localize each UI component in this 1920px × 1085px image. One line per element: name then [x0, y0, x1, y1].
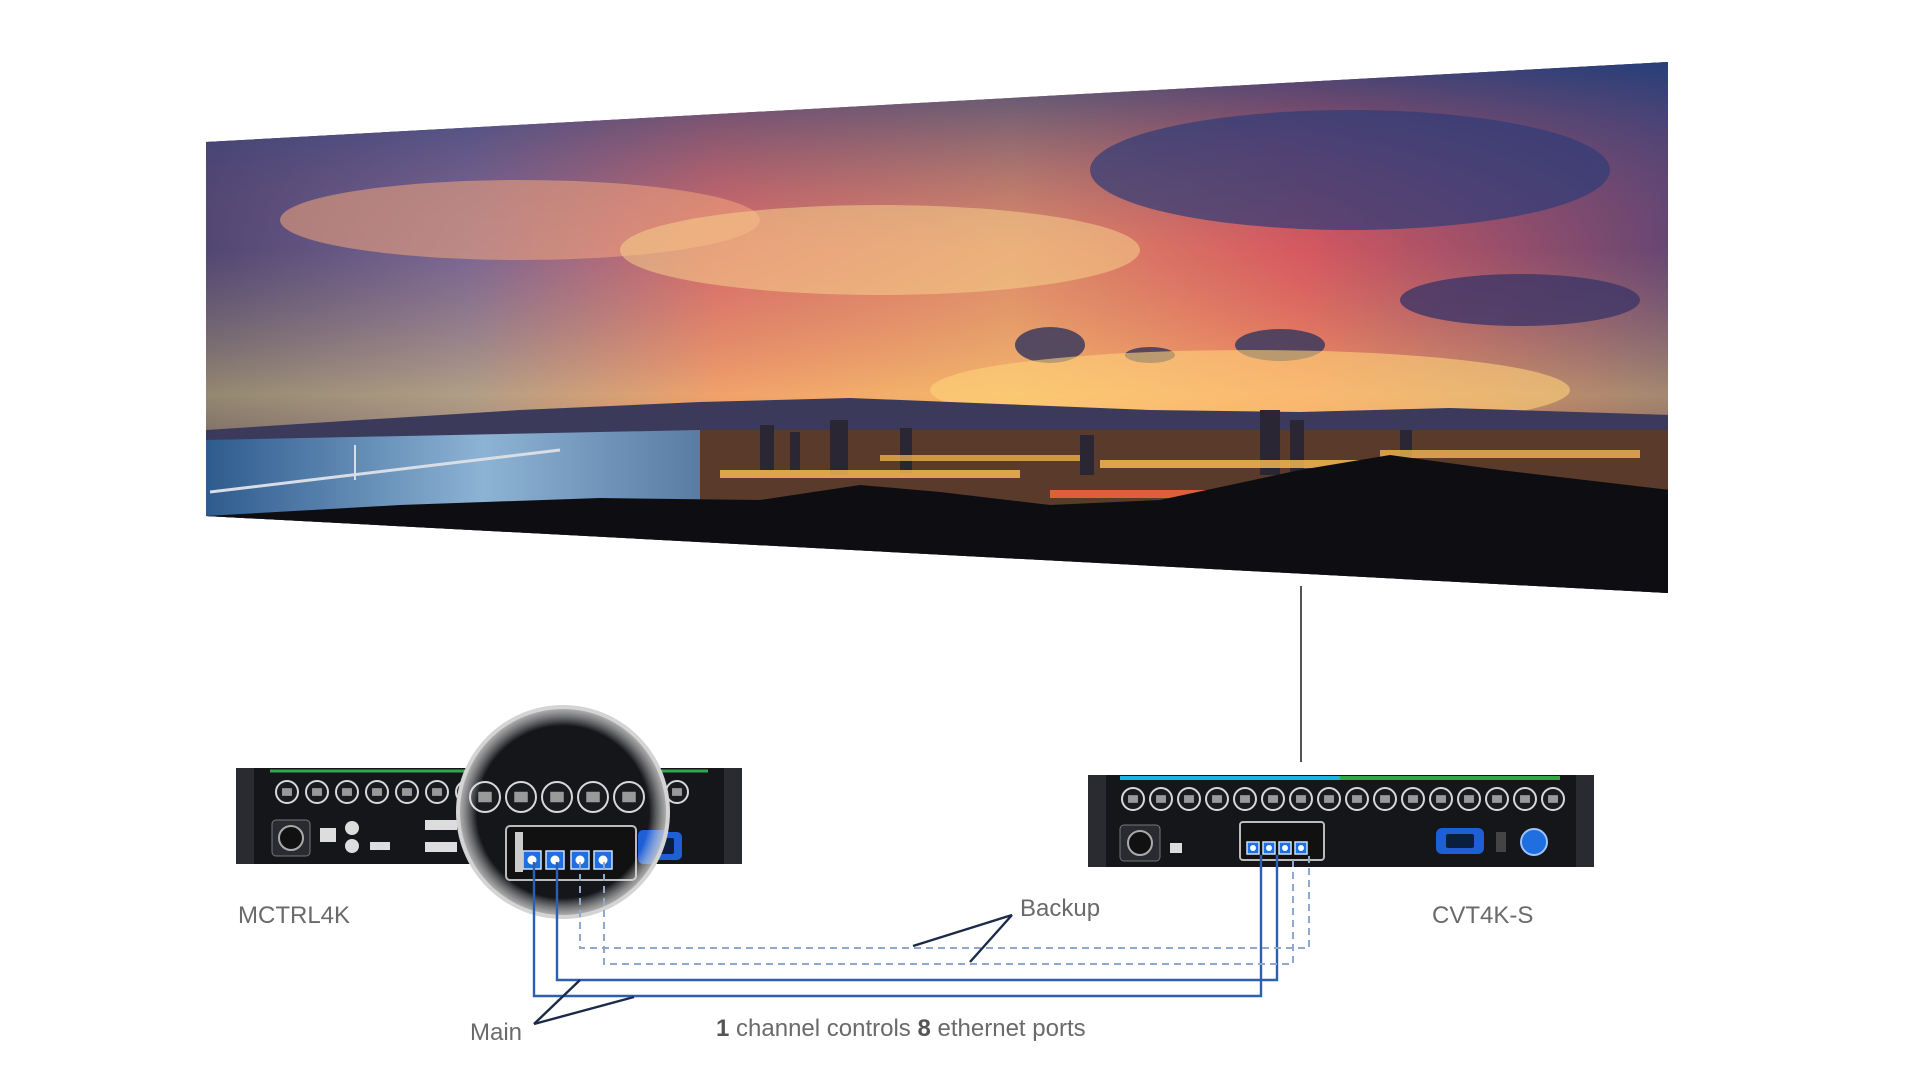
cvt4k-s-switch — [1496, 832, 1506, 852]
ethernet-port — [1429, 787, 1453, 811]
ethernet-port — [1485, 787, 1509, 811]
cvt4k-s-usb-port — [1170, 843, 1182, 853]
ethernet-port — [1345, 787, 1369, 811]
fiber-links — [532, 855, 1310, 998]
main-link-outer — [532, 855, 1263, 998]
cvt4k-s-power-inlet — [1436, 828, 1484, 854]
cloud — [1015, 327, 1085, 363]
cloud — [1090, 110, 1610, 230]
ethernet-port — [425, 780, 449, 804]
ethernet-port — [1121, 787, 1145, 811]
main-link-inner — [555, 855, 1279, 982]
optical-port — [1278, 841, 1292, 855]
backup-leader-1 — [912, 913, 1013, 948]
cvt4k-s-powercon — [1520, 828, 1548, 856]
ethernet-port — [335, 780, 359, 804]
caption-channel-count: 1 — [716, 1015, 730, 1042]
ethernet-port — [1205, 787, 1229, 811]
optical-port — [1262, 841, 1276, 855]
mctrl4k-audio-port — [345, 839, 359, 853]
backup-link-outer — [603, 855, 1294, 965]
ethernet-port — [1457, 787, 1481, 811]
optical-port — [1246, 841, 1260, 855]
ethernet-port — [275, 780, 299, 804]
ethernet-port — [1149, 787, 1173, 811]
ethernet-port — [1289, 787, 1313, 811]
ethernet-port — [1513, 787, 1537, 811]
led-screen — [206, 62, 1668, 593]
cvt4k-s-device — [1088, 775, 1594, 867]
cvt4k-s-rack-ear-right — [1576, 775, 1594, 867]
mctrl4k-dvi-port — [425, 820, 457, 830]
caption-port-text: ethernet ports — [937, 1015, 1086, 1042]
ethernet-port — [1401, 787, 1425, 811]
cvt4k-s-label: CVT4K-S — [1432, 902, 1534, 929]
ethernet-port — [1541, 787, 1565, 811]
cloud — [620, 205, 1140, 295]
magnifier-rim — [456, 705, 670, 919]
ethernet-port — [1177, 787, 1201, 811]
mctrl4k-rack-ear-left — [236, 768, 254, 864]
main-label: Main — [470, 1019, 523, 1046]
optical-port-magnifier — [456, 705, 670, 919]
ethernet-port — [1233, 787, 1257, 811]
backup-leader-2 — [969, 914, 1013, 963]
ethernet-port — [395, 780, 419, 804]
ethernet-port — [365, 780, 389, 804]
cvt4k-s-optical-ports — [1246, 841, 1308, 855]
main-leader-1 — [533, 979, 581, 1025]
optical-port — [1294, 841, 1308, 855]
caption-channel-text: channel controls — [736, 1015, 911, 1042]
mctrl4k-power-connector — [278, 825, 304, 851]
caption: 1 channel controls 8 ethernet ports — [716, 1015, 1086, 1043]
backup-label: Backup — [1020, 895, 1101, 922]
mctrl4k-usb-port — [320, 828, 336, 842]
cvt4k-s-ethernet-ports — [1121, 787, 1565, 811]
cvt4k-s-power-connector — [1127, 830, 1153, 856]
main-leader-2 — [533, 995, 635, 1026]
cloud — [1400, 274, 1640, 326]
ethernet-port — [305, 780, 329, 804]
cvt4k-s-rack-ear-left — [1088, 775, 1106, 867]
mctrl4k-audio-port — [345, 821, 359, 835]
ethernet-port — [1317, 787, 1341, 811]
city-light-dots — [720, 450, 1640, 498]
bridge — [209, 448, 561, 494]
mctrl4k-rack-ear-right — [724, 768, 742, 864]
ethernet-port — [1373, 787, 1397, 811]
caption-port-count: 8 — [917, 1015, 931, 1042]
ethernet-port — [665, 780, 689, 804]
mctrl4k-dvi-port — [425, 842, 457, 852]
ethernet-port — [1261, 787, 1285, 811]
mctrl4k-hdmi-port — [370, 842, 390, 850]
leader-lines — [533, 913, 1013, 1026]
sea — [206, 430, 760, 520]
backup-link-inner — [579, 855, 1310, 949]
mctrl4k-label: MCTRL4K — [238, 902, 351, 929]
